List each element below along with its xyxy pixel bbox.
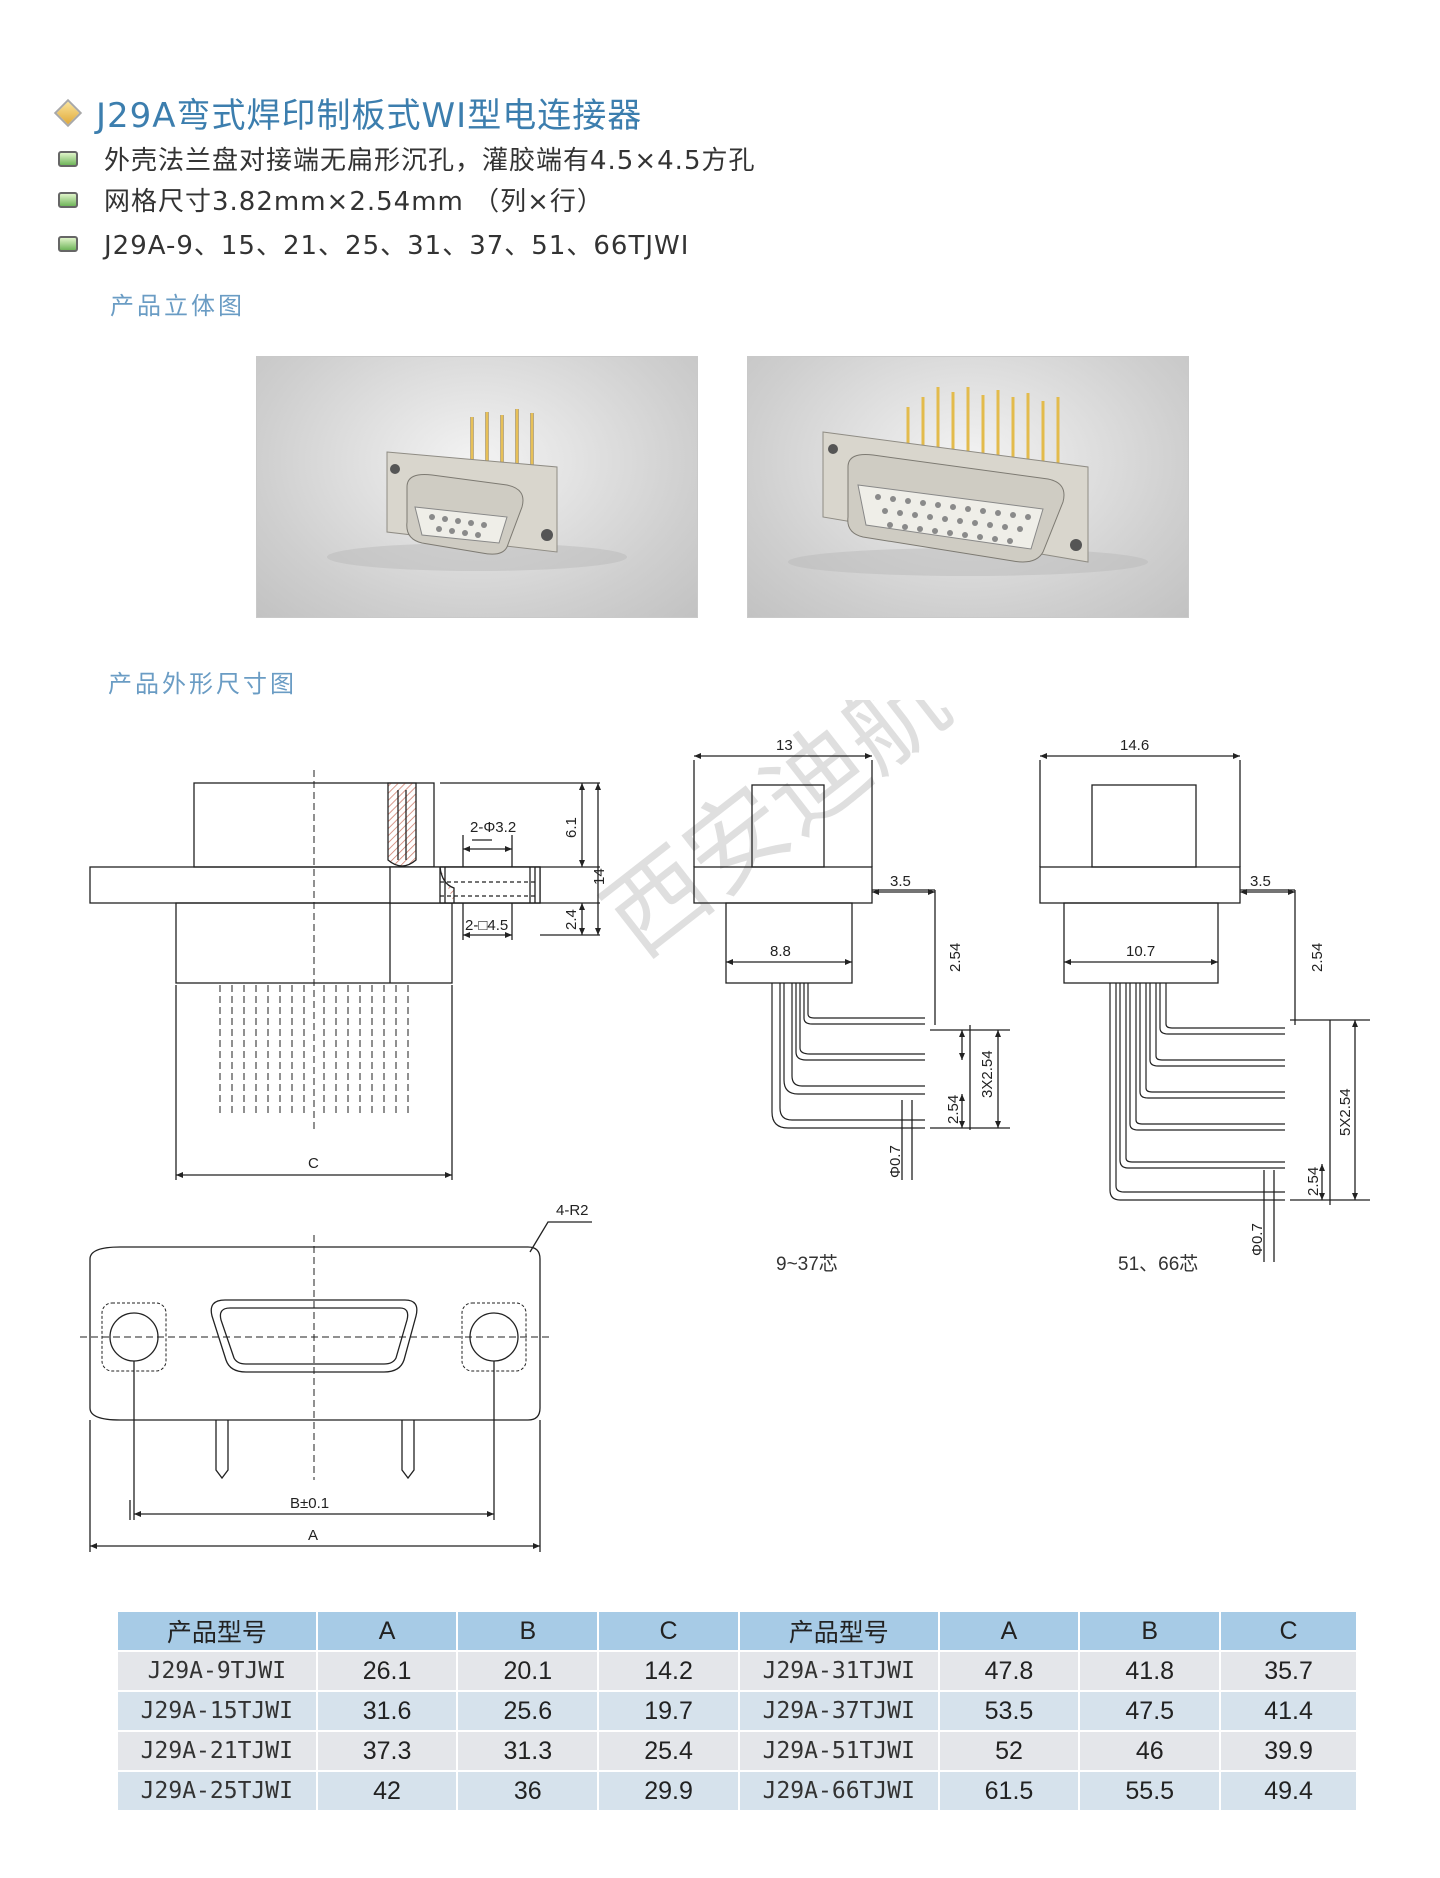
label-w88: 8.8 (770, 943, 791, 960)
label-d35b: 3.5 (1250, 873, 1271, 890)
cell-c: 49.4 (1219, 1770, 1358, 1812)
label-d35a: 3.5 (890, 873, 911, 890)
label-p5x: 5X2.54 (1337, 1088, 1354, 1136)
feature-item: 外壳法兰盘对接端无扁形沉孔，灌胶端有4.5×4.5方孔 (58, 140, 755, 177)
label-h24: 2.4 (563, 909, 580, 930)
section-heading-photos: 产品立体图 (110, 292, 245, 320)
cell-b: 41.8 (1078, 1650, 1222, 1692)
watermark-text: 西安迪航电子 (585, 700, 1127, 977)
table-row: J29A-15TJWI 31.6 25.6 19.7 J29A-37TJWI 5… (116, 1690, 1358, 1732)
receptacle-outline (210, 1299, 418, 1373)
cell-a: 26.1 (315, 1650, 459, 1692)
square-bullet-icon (58, 150, 78, 167)
title-row: J29A弯式焊印制板式WI型电连接器 (53, 88, 643, 137)
cell-a: 52 (937, 1730, 1081, 1772)
table-row: J29A-21TJWI 37.3 31.3 25.4 J29A-51TJWI 5… (116, 1730, 1358, 1772)
cell-c: 19.7 (597, 1690, 740, 1732)
cell-c: 14.2 (597, 1650, 740, 1692)
cell-model: J29A-37TJWI (737, 1690, 940, 1732)
flange-front (89, 1246, 541, 1421)
col-header-c: C (1219, 1610, 1358, 1652)
cell-model: J29A-51TJWI (737, 1730, 940, 1772)
label-w13: 13 (776, 737, 793, 754)
caption-51-66: 51、66芯 (1118, 1253, 1198, 1275)
label-p254c: 2.54 (1309, 943, 1326, 972)
cell-c: 29.9 (597, 1770, 740, 1812)
cell-b: 47.5 (1078, 1690, 1222, 1732)
feature-item: J29A-9、15、21、25、31、37、51、66TJWI (58, 225, 689, 262)
section-heading-dimensions: 产品外形尺寸图 (108, 670, 297, 698)
cell-b: 46 (1078, 1730, 1222, 1772)
table-row: J29A-9TJWI 26.1 20.1 14.2 J29A-31TJWI 47… (116, 1650, 1358, 1692)
label-p254d: 2.54 (1305, 1167, 1322, 1196)
cell-model: J29A-66TJWI (737, 1770, 940, 1812)
label-c: C (308, 1155, 319, 1172)
cell-model: J29A-15TJWI (116, 1690, 318, 1732)
col-header-model: 产品型号 (116, 1610, 318, 1652)
cell-model: J29A-31TJWI (737, 1650, 940, 1692)
cell-a: 47.8 (937, 1650, 1081, 1692)
cell-c: 25.4 (597, 1730, 740, 1772)
product-photo-9pin (256, 356, 698, 618)
cell-c: 39.9 (1219, 1730, 1358, 1772)
label-p254a: 2.54 (947, 943, 964, 972)
cell-b: 55.5 (1078, 1770, 1222, 1812)
page-title: J29A弯式焊印制板式WI型电连接器 (96, 96, 643, 136)
feature-text: 网格尺寸3.82mm×2.54mm （列×行） (104, 187, 604, 217)
label-w146: 14.6 (1120, 737, 1149, 754)
col-header-a: A (315, 1610, 459, 1652)
feature-item: 网格尺寸3.82mm×2.54mm （列×行） (58, 181, 604, 218)
cell-model: J29A-9TJWI (116, 1650, 318, 1692)
square-bullet-icon (58, 191, 78, 208)
col-header-b: B (1078, 1610, 1222, 1652)
table-header-row: 产品型号 A B C 产品型号 A B C (116, 1610, 1358, 1652)
square-bullet-icon (58, 235, 78, 252)
caption-9-37: 9~37芯 (776, 1253, 838, 1275)
product-photo-37pin (747, 356, 1189, 618)
label-h14: 14 (591, 868, 608, 885)
cell-b: 20.1 (456, 1650, 600, 1692)
cell-model: J29A-25TJWI (116, 1770, 318, 1812)
cell-a: 42 (315, 1770, 459, 1812)
cell-a: 37.3 (315, 1730, 459, 1772)
col-header-a: A (937, 1610, 1081, 1652)
feature-text: 外壳法兰盘对接端无扁形沉孔，灌胶端有4.5×4.5方孔 (104, 146, 756, 176)
label-phi07a: Φ0.7 (887, 1145, 904, 1178)
label-phi07b: Φ0.7 (1249, 1223, 1266, 1256)
label-square: 2-□4.5 (465, 917, 508, 934)
diamond-bullet-icon (53, 98, 83, 127)
label-h61: 6.1 (563, 817, 580, 838)
col-header-model: 产品型号 (737, 1610, 940, 1652)
connector-render-small (327, 409, 627, 571)
label-r2: 4-R2 (556, 1202, 589, 1219)
spec-table: 产品型号 A B C 产品型号 A B C J29A-9TJWI 26.1 20… (116, 1610, 1358, 1812)
label-a: A (308, 1527, 318, 1544)
label-p3x: 3X2.54 (979, 1050, 996, 1098)
cell-b: 31.3 (456, 1730, 600, 1772)
cell-c: 35.7 (1219, 1650, 1358, 1692)
label-w107: 10.7 (1126, 943, 1155, 960)
feature-text: J29A-9、15、21、25、31、37、51、66TJWI (104, 231, 690, 261)
dimension-drawing: 西安迪航电子 (80, 700, 1370, 1552)
cell-a: 61.5 (937, 1770, 1081, 1812)
label-hole: 2-Φ3.2 (470, 819, 516, 836)
connector-render-large (788, 387, 1148, 576)
col-header-c: C (597, 1610, 740, 1652)
cell-b: 25.6 (456, 1690, 600, 1732)
cell-a: 31.6 (315, 1690, 459, 1732)
col-header-b: B (456, 1610, 600, 1652)
cell-a: 53.5 (937, 1690, 1081, 1732)
label-p254b: 2.54 (945, 1095, 962, 1124)
cell-c: 41.4 (1219, 1690, 1358, 1732)
cell-b: 36 (456, 1770, 600, 1812)
table-row: J29A-25TJWI 42 36 29.9 J29A-66TJWI 61.5 … (116, 1770, 1358, 1812)
label-b: B±0.1 (290, 1495, 329, 1512)
cell-model: J29A-21TJWI (116, 1730, 318, 1772)
